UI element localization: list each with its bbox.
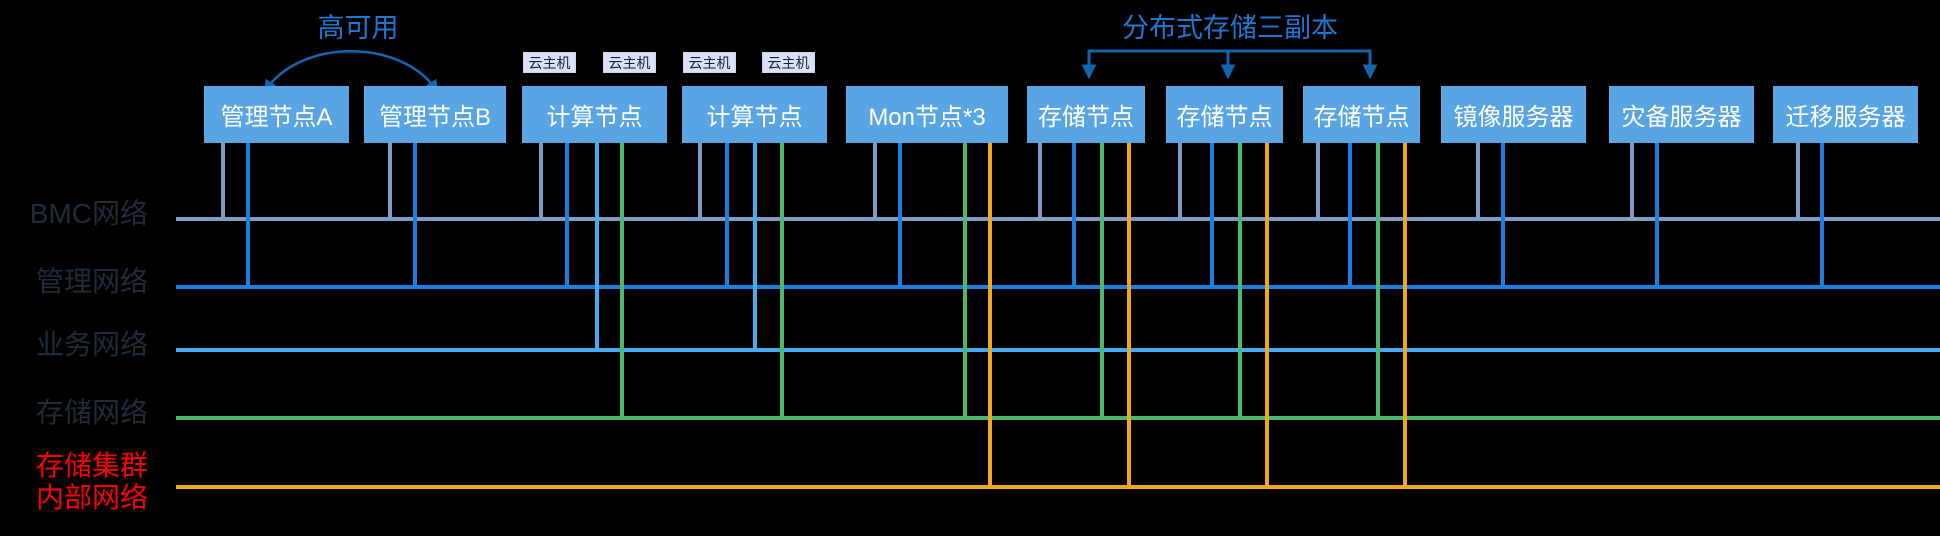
connector-line	[1796, 143, 1800, 221]
connector-line	[565, 143, 569, 289]
node-label: 管理节点A	[220, 104, 333, 131]
connector-line	[1630, 143, 1634, 221]
node-box: 灾备服务器	[1609, 86, 1754, 143]
connector-line	[1178, 143, 1182, 221]
connector-line	[1100, 143, 1104, 420]
connector-line	[1210, 143, 1214, 289]
connector-line	[1072, 143, 1076, 289]
connector-line	[873, 143, 877, 221]
ha-label: 高可用	[317, 13, 399, 43]
network-label-line: 管理网络	[35, 266, 148, 297]
connector-line	[725, 143, 729, 289]
network-line	[176, 285, 1940, 289]
connector-line	[1127, 143, 1131, 489]
cloud-host-box: 云主机	[762, 52, 815, 73]
network-line	[176, 485, 1940, 489]
replica-label: 分布式存储三副本	[1122, 13, 1338, 43]
network-label: 管理网络	[0, 266, 148, 298]
connector-line	[1655, 143, 1659, 289]
node-label: 存储节点	[1038, 104, 1134, 131]
connector-line	[388, 143, 392, 221]
network-label-line: BMC网络	[29, 198, 148, 229]
node-box: Mon节点*3	[846, 86, 1008, 143]
connector-line	[988, 143, 992, 489]
connector-line	[1820, 143, 1824, 289]
connector-line	[1238, 143, 1242, 420]
cloud-host-box: 云主机	[683, 52, 736, 73]
connector-line	[1348, 143, 1352, 289]
node-label: Mon节点*3	[868, 104, 986, 131]
connector-line	[1316, 143, 1320, 221]
node-label: 镜像服务器	[1453, 104, 1574, 131]
cloud-host-box: 云主机	[523, 52, 576, 73]
network-line	[176, 416, 1940, 420]
node-label: 迁移服务器	[1785, 104, 1906, 131]
connector-line	[1476, 143, 1480, 221]
connector-line	[1265, 143, 1269, 489]
network-label-line: 内部网络	[35, 482, 148, 513]
node-box: 管理节点A	[204, 86, 349, 143]
connector-line	[1403, 143, 1407, 489]
connector-line	[1038, 143, 1042, 221]
connector-line	[1376, 143, 1380, 420]
cloud-host-label: 云主机	[688, 54, 731, 71]
connector-line	[698, 143, 702, 221]
connector-line	[898, 143, 902, 289]
network-line	[176, 217, 1940, 221]
network-label: 存储集群内部网络	[0, 450, 148, 514]
network-label-line: 业务网络	[35, 329, 148, 360]
node-label: 存储节点	[1176, 104, 1273, 131]
connector-line	[539, 143, 543, 221]
node-box: 计算节点	[682, 86, 827, 143]
ha-arc-arrow	[263, 50, 439, 93]
node-label: 管理节点B	[378, 104, 491, 131]
connector-line	[1501, 143, 1505, 289]
node-box: 迁移服务器	[1773, 86, 1918, 143]
node-label: 灾备服务器	[1621, 104, 1742, 131]
network-label-line: 存储网络	[35, 397, 148, 428]
connector-line	[963, 143, 967, 420]
connector-line	[780, 143, 784, 420]
cloud-host-label: 云主机	[528, 54, 571, 71]
node-box: 镜像服务器	[1441, 86, 1586, 143]
connector-line	[753, 143, 757, 352]
cloud-host-label: 云主机	[767, 54, 810, 71]
connector-line	[246, 143, 250, 289]
connector-line	[221, 143, 225, 221]
node-box: 存储节点	[1166, 86, 1283, 143]
network-label: 业务网络	[0, 329, 148, 361]
cloud-host-box: 云主机	[603, 52, 656, 73]
node-label: 存储节点	[1313, 104, 1410, 131]
network-label-line: 存储集群	[35, 450, 148, 481]
network-label: BMC网络	[0, 198, 148, 230]
cloud-host-label: 云主机	[608, 54, 651, 71]
network-label: 存储网络	[0, 397, 148, 429]
node-label: 计算节点	[706, 104, 803, 131]
connector-line	[413, 143, 417, 289]
node-box: 计算节点	[522, 86, 667, 143]
network-line	[176, 348, 1940, 352]
connector-line	[620, 143, 624, 420]
node-box: 存储节点	[1303, 86, 1420, 143]
node-box: 管理节点B	[364, 86, 506, 143]
node-label: 计算节点	[546, 104, 643, 131]
node-box: 存储节点	[1027, 86, 1145, 143]
connector-line	[595, 143, 599, 352]
